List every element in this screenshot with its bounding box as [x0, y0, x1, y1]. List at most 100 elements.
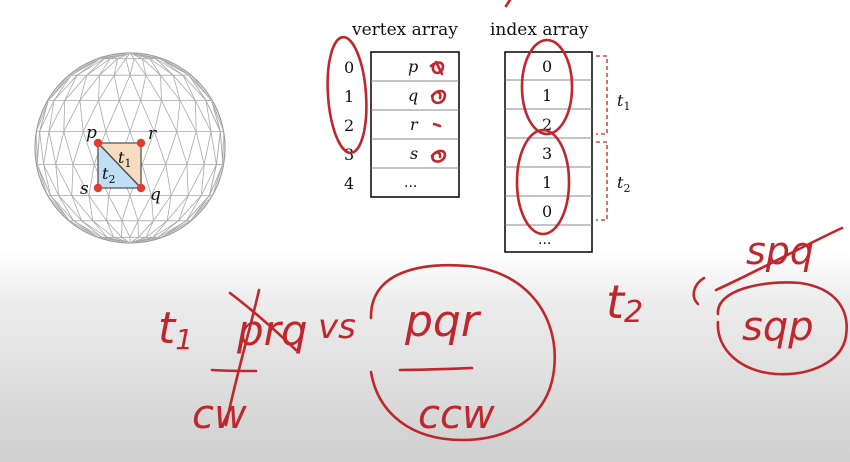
- mesh-edge: [200, 164, 205, 196]
- mesh-edge: [118, 100, 131, 132]
- vertex-label-q: q: [150, 185, 161, 205]
- mesh-edge: [145, 220, 154, 238]
- index-cell: 3: [542, 144, 552, 163]
- mesh-edge: [186, 164, 189, 196]
- mesh-edge: [216, 131, 221, 165]
- mesh-edge: [125, 54, 131, 59]
- ink-t2-correct-order: sqp: [742, 304, 814, 350]
- mesh-edge: [166, 195, 189, 222]
- mesh-edge: [58, 195, 74, 222]
- vertex-row-value: p: [408, 57, 418, 76]
- mesh-edge: [79, 75, 88, 101]
- index-cell: 2: [542, 115, 552, 134]
- group-bracket-t1: [596, 55, 608, 135]
- mesh-edge: [161, 100, 178, 132]
- mesh-edge: [153, 195, 172, 222]
- mesh-edge: [50, 195, 74, 222]
- mesh-edge: [179, 100, 197, 132]
- mesh-edge: [53, 74, 72, 101]
- mesh-edge: [86, 58, 105, 76]
- mesh-edge: [209, 164, 217, 196]
- vertex-label-r: r: [148, 124, 157, 144]
- mesh-edge: [129, 100, 142, 132]
- mesh-edge: [53, 74, 78, 101]
- vertex-dot-r: [136, 138, 146, 148]
- vertex-dot-p: [93, 138, 103, 148]
- mesh-edge: [113, 58, 127, 76]
- mesh-edge: [142, 58, 161, 76]
- mesh-edge: [99, 58, 111, 76]
- ink-t1-correct-order: pqr: [404, 296, 482, 347]
- mesh-edge: [71, 195, 82, 221]
- mesh-edge: [150, 164, 167, 196]
- mesh-edge: [137, 195, 152, 221]
- mesh-edge: [178, 195, 189, 221]
- mesh-edge: [43, 164, 51, 196]
- mesh-edge: [55, 131, 65, 165]
- mesh-edge: [36, 164, 51, 196]
- mesh-edge: [48, 100, 66, 132]
- vertex-row-index: 1: [344, 87, 354, 106]
- index-array-title: index array: [490, 20, 589, 40]
- mesh-edge: [188, 74, 212, 101]
- mesh-edge: [108, 195, 123, 221]
- mesh-edge: [155, 58, 174, 76]
- mesh-edge: [141, 131, 155, 165]
- mesh-edge: [71, 164, 74, 196]
- mesh-edge: [79, 100, 84, 132]
- mesh-edge: [161, 220, 187, 238]
- mesh-edge: [129, 75, 142, 101]
- mesh-edge: [104, 54, 131, 60]
- mesh-edge: [63, 100, 66, 132]
- mesh-edge: [36, 131, 40, 165]
- mesh-edge: [73, 220, 103, 238]
- mesh-edge: [101, 236, 131, 242]
- mesh-edge: [118, 75, 131, 101]
- ink-circle-indices: [326, 35, 368, 155]
- vertex-dot-s: [93, 183, 103, 193]
- mesh-edge: [72, 131, 84, 165]
- mesh-edge: [121, 220, 131, 238]
- mesh-edge: [129, 54, 135, 59]
- group-label-t1: t1: [617, 91, 630, 113]
- mesh-edge: [105, 100, 120, 132]
- mesh-edge: [138, 220, 154, 238]
- index-cell: 1: [542, 173, 552, 192]
- mesh-edge: [211, 100, 221, 132]
- vertex-row-index: 4: [344, 174, 354, 193]
- mesh-edge: [190, 195, 210, 222]
- mesh-edge: [200, 164, 217, 196]
- mesh-edge: [72, 164, 90, 196]
- index-cell: 0: [542, 202, 552, 221]
- vertex-row-index: 3: [344, 145, 354, 164]
- mesh-edge: [82, 100, 99, 132]
- vertex-array: vertex array 0 1 2 3 4 p q r s ...: [344, 20, 460, 198]
- mesh-edge: [55, 164, 73, 196]
- mesh-edge: [152, 220, 179, 238]
- mesh-edge: [88, 164, 95, 196]
- mesh-edge: [48, 131, 57, 165]
- mesh-edge: [117, 54, 131, 60]
- group-label-t2: t2: [617, 173, 630, 195]
- mesh-edge: [106, 195, 110, 221]
- mesh-edge: [178, 195, 202, 222]
- mesh-edge: [129, 236, 162, 242]
- mesh-edge: [55, 164, 60, 196]
- mesh-edge: [220, 131, 224, 165]
- ink-t2-struck-order: spq: [746, 229, 814, 273]
- ink-t1-label: t1: [158, 303, 193, 356]
- mesh-edge: [145, 220, 168, 238]
- mesh-edge: [39, 100, 55, 132]
- ink-t1-struck-winding: cw: [192, 392, 247, 438]
- mesh-edge: [157, 220, 179, 238]
- mesh-edge: [50, 195, 70, 222]
- mesh-edge: [133, 58, 147, 76]
- vertex-row-value: r: [410, 115, 419, 134]
- mesh-edge: [187, 164, 205, 196]
- ink-circle-t2: [716, 281, 848, 376]
- mesh-edge: [176, 100, 181, 132]
- mesh-edge: [92, 220, 108, 238]
- mesh-edge: [88, 195, 107, 222]
- mesh-edge: [152, 220, 168, 238]
- mesh-edge: [63, 131, 74, 165]
